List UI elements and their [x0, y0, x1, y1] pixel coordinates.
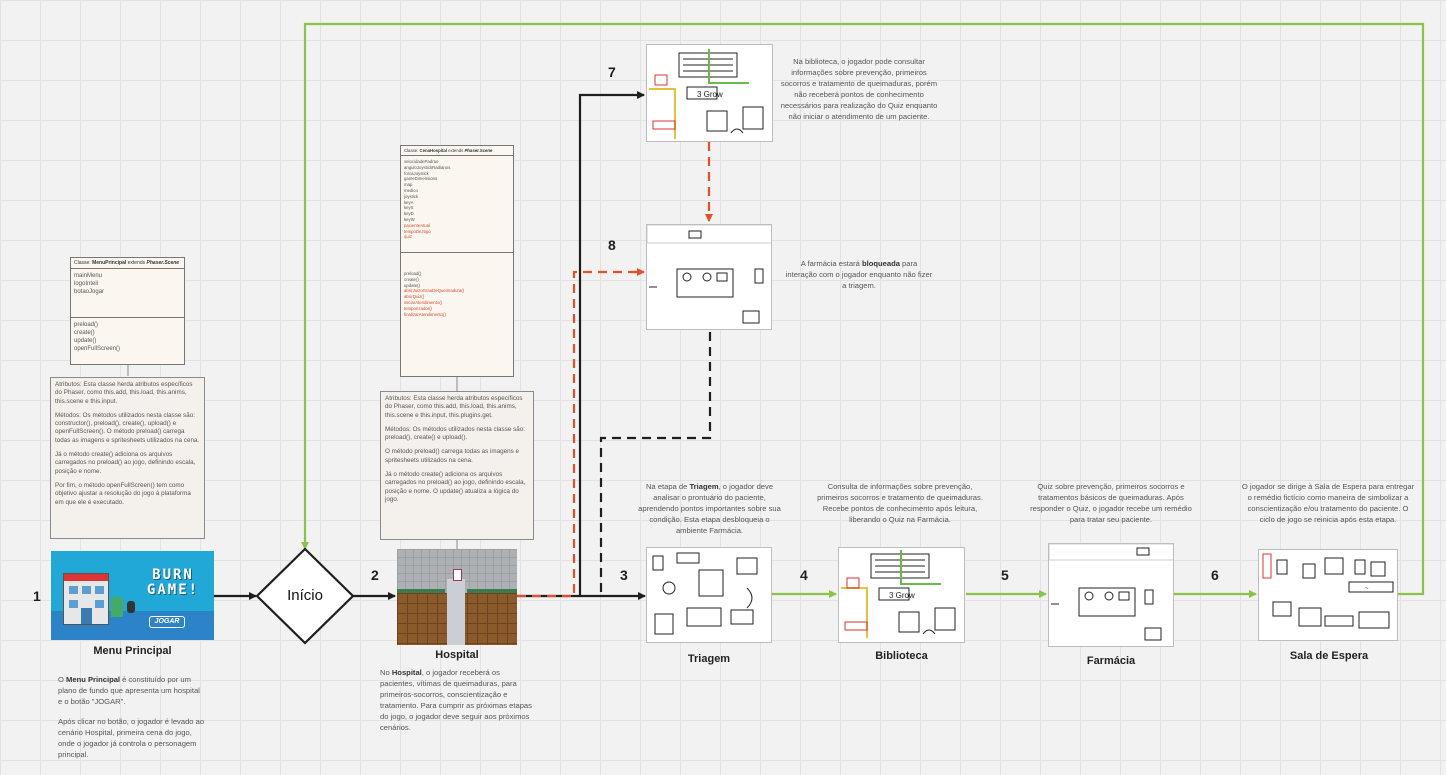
biblioteca-top-image: 3 Grow — [646, 44, 773, 142]
sala-image: ~ — [1258, 549, 1398, 641]
corridor — [447, 579, 465, 645]
uml-methods: preload()create()update() abrirJuizoGrau… — [401, 252, 513, 320]
step-number: 3 — [620, 567, 628, 583]
character-icon — [127, 601, 135, 613]
step-number: 5 — [1001, 567, 1009, 583]
step-number: 6 — [1211, 567, 1219, 583]
step-title: Hospital — [435, 649, 479, 661]
note-cena-hospital: Atributos: Esta classe herda atributos e… — [380, 391, 534, 540]
step-number: 7 — [608, 64, 616, 80]
uml-class-menu-principal: Classe: MenuPrincipal extends Phaser.Sce… — [70, 257, 185, 365]
menu-description: O Menu Principal é constituído por um pl… — [58, 675, 205, 759]
sala-description: O jogador se dirige à Sala de Espera par… — [1241, 482, 1415, 524]
step-title: Biblioteca — [875, 650, 928, 662]
svg-text:3 Grow: 3 Grow — [697, 90, 723, 99]
biblioteca-description: Consulta de informações sobre prevenção,… — [817, 482, 983, 524]
step-number: 4 — [800, 567, 808, 583]
step-number: 8 — [608, 237, 616, 253]
tree-icon — [111, 597, 123, 617]
hospital-building-icon — [63, 573, 109, 625]
farmacia-description: Quiz sobre prevenção, primeiros socorros… — [1030, 482, 1192, 524]
farmacia-image — [1048, 543, 1174, 647]
biblioteca-image: 3 Grow — [838, 547, 965, 643]
triagem-description: Na etapa de Triagem, o jogador deve anal… — [638, 482, 781, 535]
uml-header: Classe: MenuPrincipal extends Phaser.Sce… — [71, 258, 184, 269]
step-title: Triagem — [687, 653, 731, 665]
jogar-button[interactable]: JOGAR — [149, 616, 185, 628]
step-number: 1 — [33, 588, 41, 604]
farmacia-top-image — [646, 224, 772, 330]
farmacia-top-description: A farmácia estará bloqueada para interaç… — [785, 259, 933, 290]
hospital-description: No Hospital, o jogador receberá os pacie… — [380, 668, 532, 732]
arrow-loop-to-inicio — [301, 22, 1425, 596]
uml-class-cena-hospital: Classe: CenaHospital extends Phaser.Scen… — [400, 145, 514, 377]
svg-text:3 Grow: 3 Grow — [889, 591, 915, 600]
step-number: 2 — [371, 567, 379, 583]
dashed-hospital-to-farmacia-top — [517, 268, 645, 598]
step-title: Menu Principal — [93, 645, 172, 657]
hospital-image — [397, 549, 517, 645]
step-title: Farmácia — [1086, 655, 1136, 667]
wall-stripe — [397, 589, 445, 593]
step-title: Sala de Espera — [1289, 650, 1369, 662]
decision-diamond — [255, 547, 355, 645]
doctor-icon — [453, 569, 462, 581]
note-menu-principal: Atributos: Esta classe herda atributos e… — [50, 377, 205, 539]
biblioteca-top-description: Na biblioteca, o jogador pode consultar … — [780, 57, 938, 121]
triagem-image — [646, 547, 772, 643]
decision-label: Início — [287, 587, 323, 604]
arrow-hospital-to-biblioteca-top — [517, 91, 645, 598]
svg-text:~: ~ — [1365, 586, 1369, 592]
uml-header: Classe: CenaHospital extends Phaser.Scen… — [401, 146, 513, 156]
wall-stripe — [467, 589, 517, 593]
dashed-farmacia-to-triagem — [599, 332, 712, 596]
uml-methods: preload()create()update()openFullScreen(… — [71, 317, 184, 356]
